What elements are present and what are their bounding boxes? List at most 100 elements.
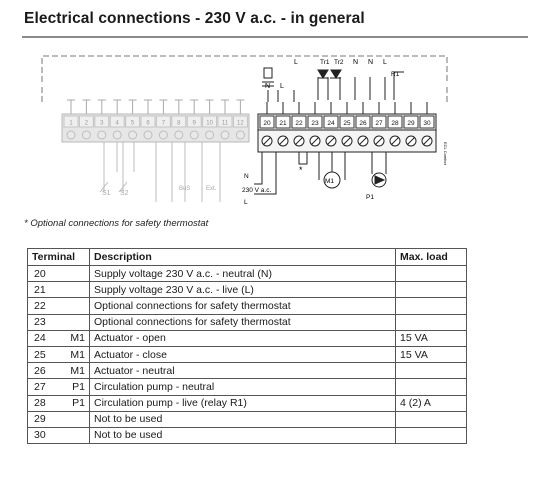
actuator-m1: [318, 152, 346, 189]
cell-max-load: [395, 313, 467, 331]
right-terminal-number: 20: [263, 120, 271, 127]
right-terminal-number: 27: [375, 120, 383, 127]
left-terminal-number: 11: [222, 121, 229, 127]
left-terminal-screw: [97, 130, 107, 140]
left-terminal-screw: [205, 130, 215, 140]
cell-description: Supply voltage 230 V a.c. - neutral (N): [89, 264, 396, 283]
terminal-number: 22: [34, 299, 46, 312]
left-terminal-screw: [158, 130, 168, 140]
terminal-device: M1: [70, 332, 85, 345]
left-terminal-cell: [125, 115, 141, 128]
right-terminal-number: 22: [295, 120, 303, 127]
left-terminal-number: 7: [162, 121, 166, 127]
left-terminal-number: 3: [100, 121, 104, 127]
right-terminal-cell: [291, 115, 307, 129]
right-terminal-cell: [355, 115, 371, 129]
left-terminal-cell: [140, 115, 156, 128]
p1-label: P1: [366, 194, 374, 201]
left-terminal-cell: [171, 115, 187, 128]
cell-terminal: 22: [27, 297, 90, 315]
label-tr1: Tr1: [320, 59, 330, 66]
triac-tr2: [330, 69, 342, 79]
safety-thermostat-asterisk: *: [299, 165, 303, 175]
left-terminal-screw: [174, 130, 184, 140]
left-terminal-lead: [174, 99, 183, 114]
left-terminal-cell: [217, 115, 233, 128]
cell-max-load: [395, 426, 467, 445]
controller-enclosure-outline: [41, 55, 448, 102]
cell-max-load: 4 (2) A: [395, 394, 467, 412]
cell-max-load: [395, 297, 467, 315]
right-terminal-cell: [339, 115, 355, 129]
s1-switch: [99, 181, 128, 193]
left-terminal-cell: [232, 115, 248, 128]
screw-slot: [279, 137, 287, 145]
cell-max-load: [395, 264, 467, 283]
left-terminal-number: 9: [193, 121, 197, 127]
right-terminal-cell: [259, 115, 275, 129]
left-terminal-cell: [63, 115, 79, 128]
terminal-number: 23: [34, 316, 46, 329]
s2-label: S2: [120, 190, 129, 197]
screw-slot: [343, 137, 351, 145]
left-terminal-screw: [189, 130, 199, 140]
left-terminal-lead: [190, 99, 199, 114]
cell-description: Not to be used: [89, 410, 396, 428]
label-n2: N: [353, 59, 358, 66]
label-r1: R1: [391, 71, 400, 78]
screw-slot: [359, 137, 367, 145]
terminal-number: 21: [34, 283, 46, 296]
right-terminal-cell: [275, 115, 291, 129]
left-terminal-cell: [186, 115, 202, 128]
header-terminal: Terminal: [27, 248, 90, 266]
terminal-number: 30: [34, 429, 46, 442]
left-terminal-number: 10: [206, 121, 213, 127]
left-terminal-number: 12: [237, 121, 244, 127]
triac-tr1: [317, 69, 329, 79]
left-terminal-lead: [113, 99, 122, 114]
left-terminal-cell: [155, 115, 171, 128]
cell-max-load: 15 VA: [395, 345, 467, 364]
terminal-device: P1: [72, 397, 85, 410]
ext-label: Ext.: [206, 186, 217, 192]
terminal-device: M1: [70, 348, 85, 361]
left-terminal-screw: [66, 130, 76, 140]
cell-max-load: 15 VA: [395, 329, 467, 347]
left-terminal-screw: [235, 130, 245, 140]
cell-terminal: 29: [27, 410, 90, 428]
label-tr2: Tr2: [334, 59, 344, 66]
right-terminal-number: 30: [423, 120, 431, 127]
cell-terminal: 21: [27, 281, 90, 299]
screw-slot: [327, 137, 335, 145]
cell-description: Supply voltage 230 V a.c. - live (L): [89, 281, 396, 299]
m1-label: M1: [325, 178, 334, 185]
cell-description: Actuator - neutral: [89, 362, 396, 380]
right-terminal-cell: [371, 115, 387, 129]
table-row: 21 Supply voltage 230 V a.c. - live (L): [27, 281, 467, 299]
s1-label: S1: [102, 190, 111, 197]
cell-max-load: [395, 378, 467, 396]
label-l3: L: [383, 59, 387, 66]
label-l: L: [280, 83, 284, 90]
left-terminal-lead: [221, 99, 229, 114]
cell-description: Optional connections for safety thermost…: [89, 313, 396, 331]
cell-terminal: 30: [27, 426, 90, 445]
left-terminal-number: 4: [116, 121, 120, 127]
table-header-row: Terminal Description Max. load: [27, 248, 467, 266]
screw-slot: [423, 137, 431, 145]
supply-n: N: [244, 173, 249, 180]
right-terminal-cell: [403, 115, 419, 129]
left-terminal-screw: [81, 130, 91, 140]
right-terminal-number: 29: [407, 120, 415, 127]
